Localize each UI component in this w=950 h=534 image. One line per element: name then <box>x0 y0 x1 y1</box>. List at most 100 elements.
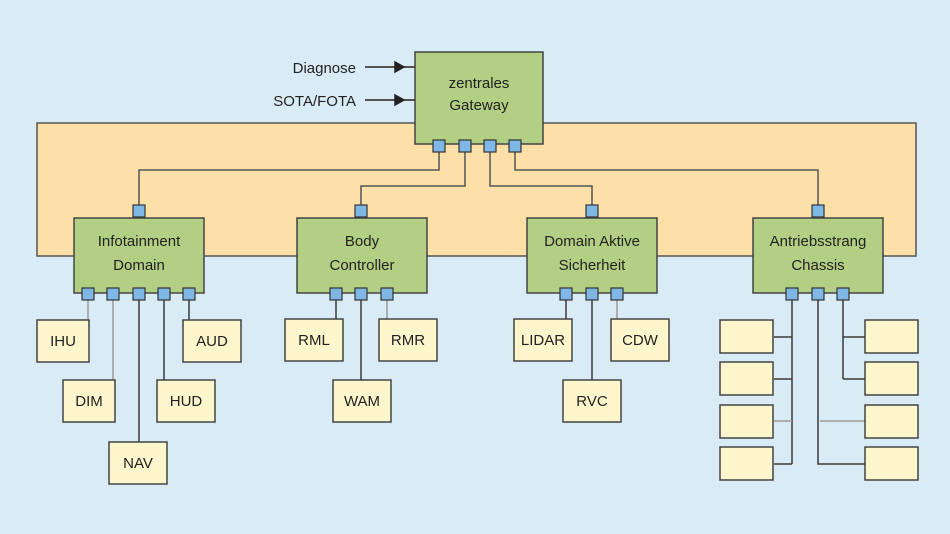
ecu-rvc[interactable]: RVC <box>562 379 622 423</box>
ecu-powertrain-left-3-box <box>719 404 774 439</box>
body-port-3 <box>380 287 394 301</box>
ecu-rvc-box <box>562 379 622 423</box>
infotainment-port-4 <box>157 287 171 301</box>
ecu-lidar[interactable]: LIDAR <box>513 318 573 362</box>
safety-port-1 <box>559 287 573 301</box>
ecu-ihu-box <box>36 319 90 363</box>
ecu-lidar-box <box>513 318 573 362</box>
gateway-port-3 <box>483 139 497 153</box>
ecu-rml[interactable]: RML <box>284 318 344 362</box>
ecu-aud-box <box>182 319 242 363</box>
arrow-head-sota <box>394 93 406 107</box>
link-gateway-infotainment <box>138 152 440 205</box>
ecu-rmr-label: RMR <box>391 332 425 349</box>
powertrain-port-1 <box>785 287 799 301</box>
ecu-powertrain-left-4-box <box>719 446 774 481</box>
ecu-rmr-box <box>378 318 438 362</box>
powertrain-port-3 <box>836 287 850 301</box>
link-gateway-powertrain <box>514 152 819 205</box>
link-gateway-safety <box>489 152 593 205</box>
domain-powertrain-line2: Chassis <box>791 257 844 274</box>
ecu-hud-box <box>156 379 216 423</box>
gateway-port-4 <box>508 139 522 153</box>
ecu-hud[interactable]: HUD <box>156 379 216 423</box>
domain-body-line1: Body <box>345 233 380 250</box>
input-arrows <box>365 60 415 107</box>
ecu-powertrain-right-1[interactable] <box>864 319 919 354</box>
ecu-wam-box <box>332 379 392 423</box>
domain-safety-line1: Domain Aktive <box>544 233 640 250</box>
domain-body-line2: Controller <box>329 257 394 274</box>
infotainment-port-1 <box>81 287 95 301</box>
ecu-wam-label: WAM <box>344 393 380 410</box>
bus-powertrain-center <box>817 300 865 465</box>
ecu-powertrain-right-3[interactable] <box>864 404 919 439</box>
infotainment-port-3 <box>132 287 146 301</box>
ecu-powertrain-left-3[interactable] <box>719 404 774 439</box>
body-port-2 <box>354 287 368 301</box>
ecu-aud[interactable]: AUD <box>182 319 242 363</box>
ecu-hud-label: HUD <box>170 393 203 410</box>
safety-port-3 <box>610 287 624 301</box>
ecu-powertrain-left-1[interactable] <box>719 319 774 354</box>
ecu-powertrain-right-4-box <box>864 446 919 481</box>
ecu-rmr[interactable]: RMR <box>378 318 438 362</box>
link-gateway-body <box>360 152 466 205</box>
domain-infotainment-line2: Domain <box>113 257 165 274</box>
gateway-links <box>138 152 819 205</box>
ecu-powertrain-left-1-box <box>719 319 774 354</box>
ecu-ihu-label: IHU <box>50 333 76 350</box>
input-sota-fota-label: SOTA/FOTA <box>273 93 356 110</box>
ecu-aud-label: AUD <box>196 333 228 350</box>
ecu-cdw-label: CDW <box>622 332 659 349</box>
domain-uplink-port-2 <box>354 204 368 218</box>
body-port-1 <box>329 287 343 301</box>
domain-powertrain[interactable]: Antriebsstrang Chassis <box>752 217 884 294</box>
domain-uplink-port-3 <box>585 204 599 218</box>
ecu-rml-label: RML <box>298 332 330 349</box>
infotainment-port-5 <box>182 287 196 301</box>
domain-powertrain-line1: Antriebsstrang <box>770 233 867 250</box>
powertrain-port-2 <box>811 287 825 301</box>
domain-infotainment-line1: Infotainment <box>98 233 181 250</box>
ecu-cdw[interactable]: CDW <box>610 318 670 362</box>
ecu-rvc-label: RVC <box>576 393 608 410</box>
domain-uplink-port-4 <box>811 204 825 218</box>
infotainment-port-2 <box>106 287 120 301</box>
ecu-dim[interactable]: DIM <box>62 379 116 423</box>
domain-body[interactable]: Body Controller <box>296 217 428 294</box>
gateway-port-1 <box>432 139 446 153</box>
gateway-port-2 <box>458 139 472 153</box>
ecu-powertrain-left-2-box <box>719 361 774 396</box>
ecu-dim-box <box>62 379 116 423</box>
ecu-dim-label: DIM <box>75 393 103 410</box>
ecu-powertrain-right-3-box <box>864 404 919 439</box>
ecu-powertrain-left-2[interactable] <box>719 361 774 396</box>
domain-safety-line2: Sicherheit <box>559 257 627 274</box>
ecu-powertrain-right-2-box <box>864 361 919 396</box>
ecu-layer: IHU DIM NAV HUD AUD RML WAM RMR LIDAR RVC CDW <box>36 300 919 485</box>
gateway-label-line2: Gateway <box>449 97 509 114</box>
ecu-powertrain-right-1-box <box>864 319 919 354</box>
ecu-powertrain-right-2[interactable] <box>864 361 919 396</box>
input-diagnose-label: Diagnose <box>293 60 356 77</box>
domain-uplink-port-1 <box>132 204 146 218</box>
gateway-node[interactable]: zentrales Gateway <box>414 51 544 145</box>
port-layer <box>81 139 850 301</box>
ecu-ihu[interactable]: IHU <box>36 319 90 363</box>
ecu-nav-label: NAV <box>123 455 153 472</box>
ecu-wam[interactable]: WAM <box>332 379 392 423</box>
ecu-rml-box <box>284 318 344 362</box>
ecu-nav[interactable]: NAV <box>108 441 168 485</box>
ecu-powertrain-right-4[interactable] <box>864 446 919 481</box>
arrow-head-diagnose <box>394 60 406 74</box>
ecu-nav-box <box>108 441 168 485</box>
safety-port-2 <box>585 287 599 301</box>
domain-infotainment[interactable]: Infotainment Domain <box>73 217 205 294</box>
gateway-label-line1: zentrales <box>449 75 510 92</box>
ecu-cdw-box <box>610 318 670 362</box>
ecu-powertrain-left-4[interactable] <box>719 446 774 481</box>
domain-safety[interactable]: Domain Aktive Sicherheit <box>526 217 658 294</box>
ecu-lidar-label: LIDAR <box>521 332 565 349</box>
